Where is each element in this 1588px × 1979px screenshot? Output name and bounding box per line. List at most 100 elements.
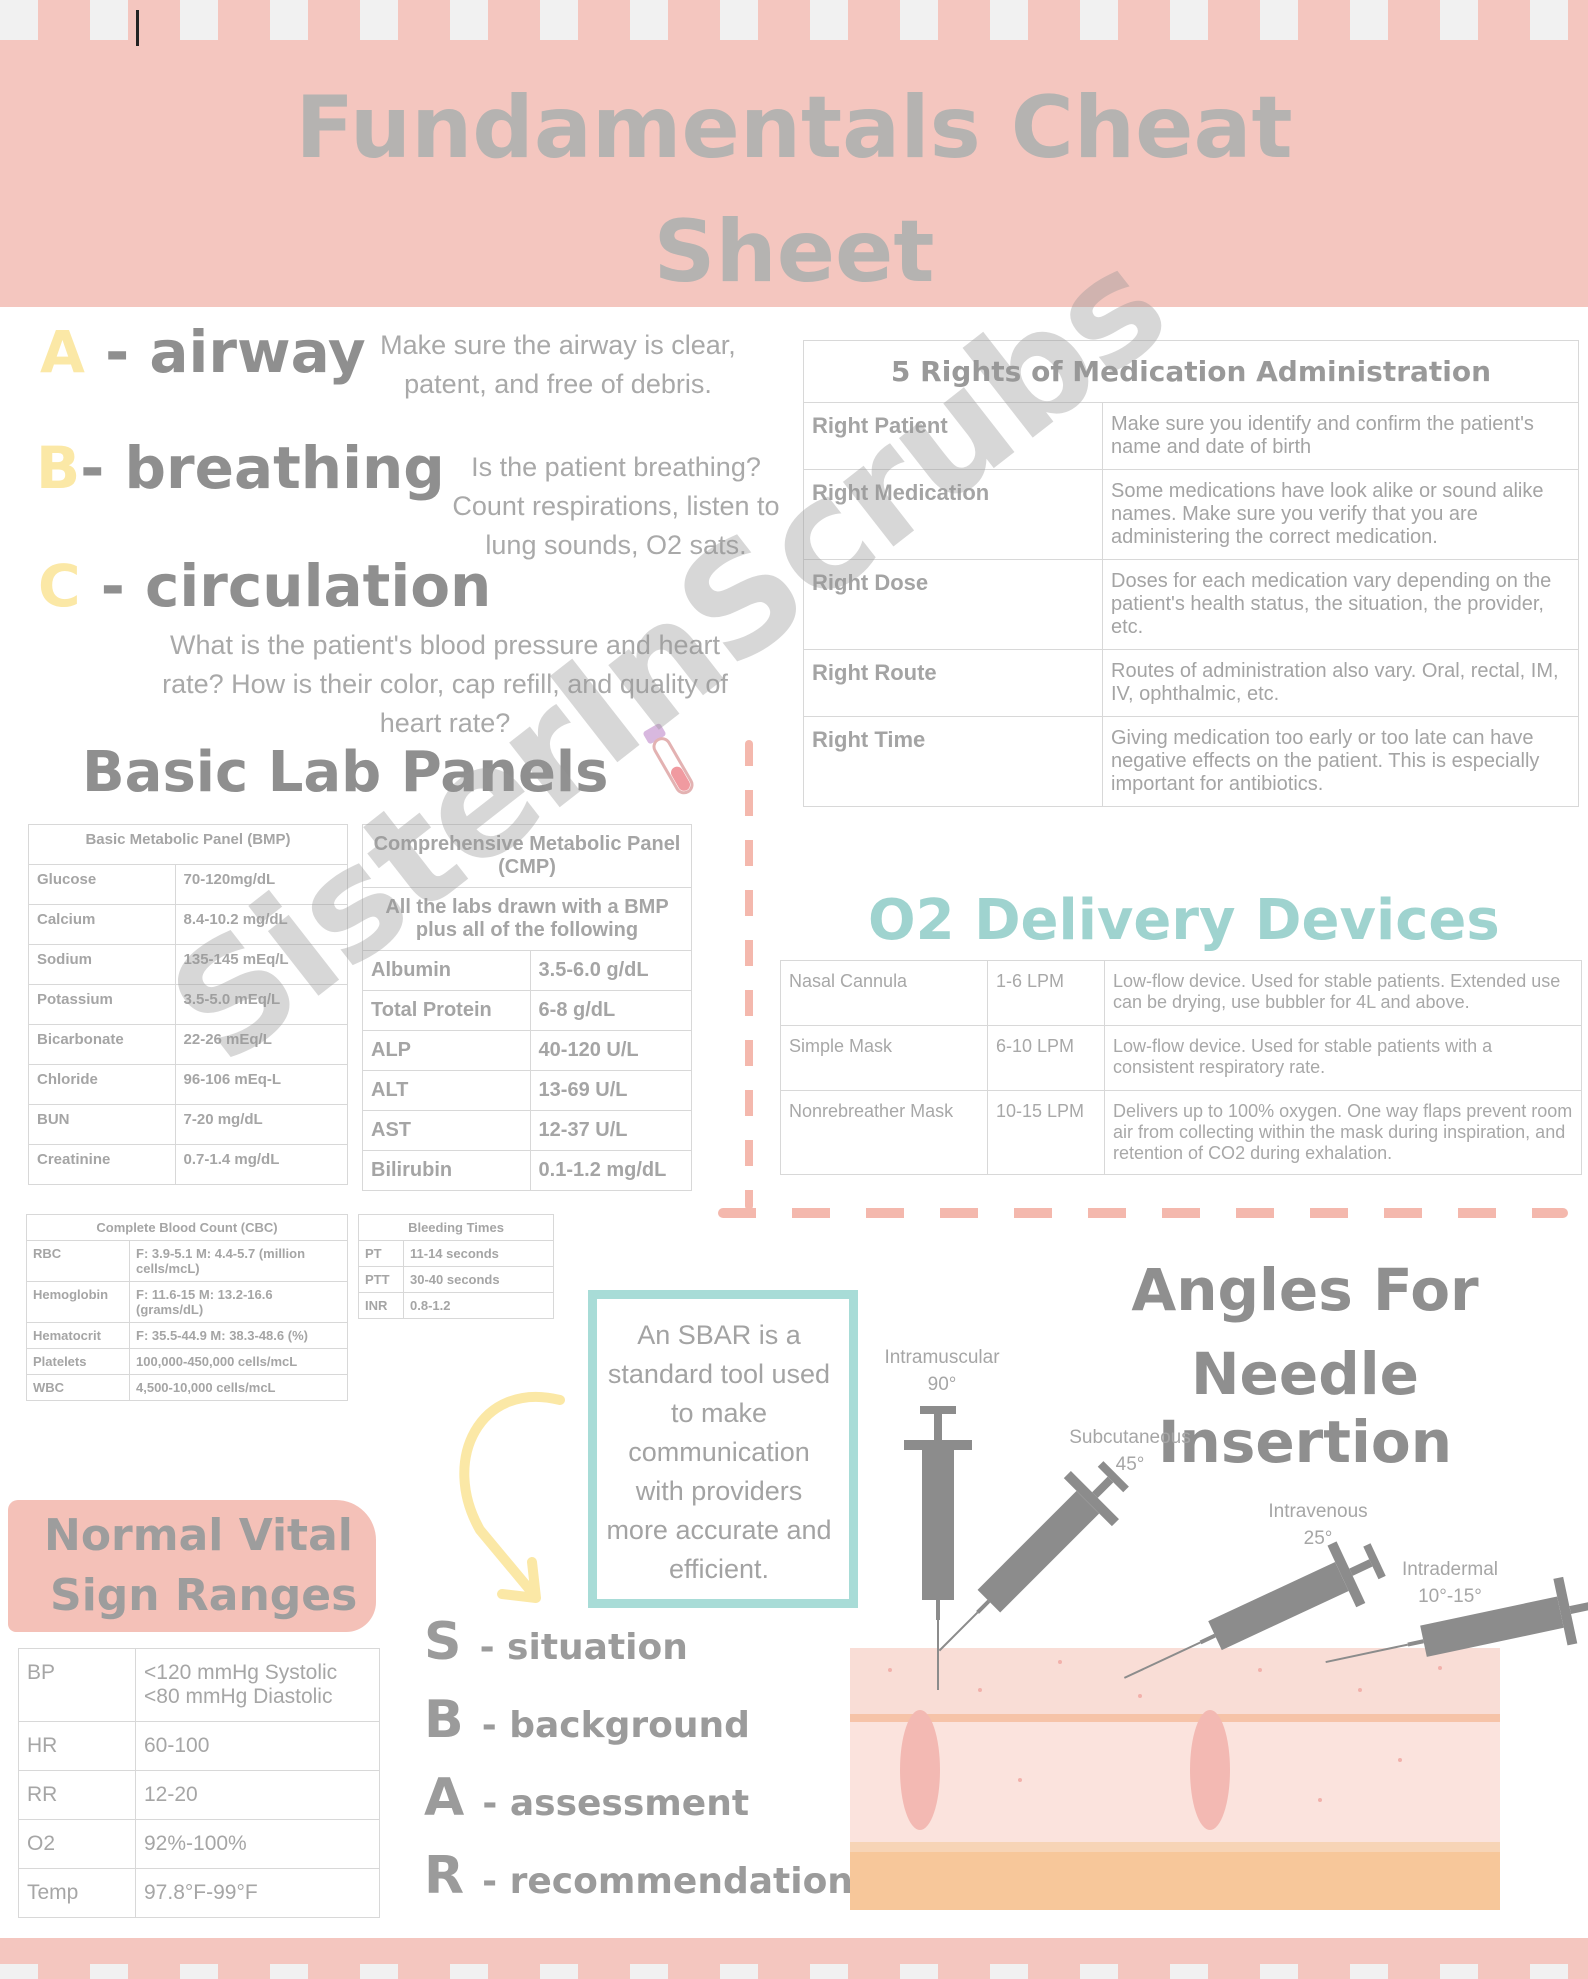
lab-name: Creatinine (28, 1144, 176, 1185)
angle-name: Intradermal (1401, 1559, 1499, 1580)
lab-name: Hemoglobin (26, 1281, 130, 1323)
abc-word-circulation: circulation (145, 552, 492, 620)
lab-range: 135-145 mEq/L (174, 944, 349, 985)
sbar-letter: B (424, 1690, 464, 1750)
lab-range: 100,000-450,000 cells/mcL (129, 1348, 348, 1375)
device-desc: Low-flow device. Used for stable patient… (1104, 1025, 1582, 1091)
abc-word-airway: airway (149, 318, 366, 386)
lab-range: 22-26 mEq/L (174, 1024, 349, 1065)
device-flow: 1-6 LPM (987, 960, 1105, 1026)
lab-name: Chloride (28, 1064, 176, 1105)
lab-range: 0.8-1.2 (403, 1292, 554, 1319)
vital-range: 92%-100% (135, 1819, 380, 1869)
right-name: Right Medication (803, 469, 1103, 560)
sbar-description: An SBAR is a standard tool used to make … (606, 1320, 832, 1584)
lab-name: AST (362, 1110, 531, 1151)
device-desc: Delivers up to 100% oxygen. One way flap… (1104, 1090, 1582, 1175)
note-line: Is the patient breathing? (471, 452, 761, 482)
right-name: Right Dose (803, 559, 1103, 650)
vital-name: O2 (18, 1819, 136, 1869)
lab-range: 3.5-6.0 g/dL (529, 950, 693, 991)
bottom-checker-strip (0, 1964, 1588, 1979)
sbar-letter: S (424, 1612, 462, 1672)
device-desc: Low-flow device. Used for stable patient… (1104, 960, 1582, 1026)
syringe-intramuscular-icon (904, 1406, 972, 1690)
abc-dash: - (84, 318, 150, 386)
angle-name: Subcutaneous (1069, 1427, 1191, 1448)
bmp-header: Basic Metabolic Panel (BMP) (28, 824, 348, 865)
sbar-word: assessment (509, 1783, 750, 1824)
vital-range: 60-100 (135, 1721, 380, 1771)
cmp-table: Comprehensive Metabolic Panel (CMP) All … (362, 824, 693, 1191)
circulation-note: What is the patient's blood pressure and… (130, 626, 760, 743)
note-line: Count respirations, listen to (452, 491, 780, 521)
syringe-intradermal-icon (1325, 1576, 1588, 1664)
needle-title-line2: Needle Insertion (1157, 1340, 1453, 1476)
page-title-line1: Fundamentals Cheat (295, 78, 1293, 178)
sbar-recommendation: R - recommendation (424, 1846, 853, 1906)
lab-range: F: 35.5-44.9 M: 38.3-48.6 (%) (129, 1322, 348, 1349)
lab-name: Bilirubin (362, 1150, 531, 1191)
header-banner (0, 0, 1588, 307)
vital-range: <120 mmHg Systolic <80 mmHg Diastolic (135, 1648, 380, 1722)
abc-letter-a: A (40, 318, 85, 386)
vitals-brush-background (8, 1500, 376, 1632)
sbar-word: recommendation (509, 1861, 853, 1902)
table-row: BP<120 mmHg Systolic <80 mmHg Diastolic (18, 1648, 380, 1722)
breathing-note: Is the patient breathing? Count respirat… (436, 448, 796, 565)
right-desc: Make sure you identify and confirm the p… (1102, 402, 1579, 470)
page-title-line2: Sheet (653, 202, 935, 302)
top-checker-strip (0, 0, 1588, 40)
lab-range: 3.5-5.0 mEq/L (174, 984, 349, 1025)
lab-range: F: 11.6-15 M: 13.2-16.6 (grams/dL) (129, 1281, 348, 1323)
right-desc: Doses for each medication vary depending… (1102, 559, 1579, 650)
lab-name: Total Protein (362, 990, 531, 1031)
device-name: Nonrebreather Mask (780, 1090, 988, 1175)
vital-name: HR (18, 1721, 136, 1771)
abc-word-breathing: breathing (124, 434, 445, 502)
lab-name: Glucose (28, 864, 176, 905)
lab-range: 70-120mg/dL (174, 864, 349, 905)
sbar-info-box (588, 1290, 858, 1608)
lab-name: Albumin (362, 950, 531, 991)
right-name: Right Route (803, 649, 1103, 717)
vital-name: RR (18, 1770, 136, 1820)
lab-range: 8.4-10.2 mg/dL (174, 904, 349, 945)
sbar-letter: R (424, 1846, 465, 1906)
sbar-situation: S - situation (424, 1612, 688, 1672)
abc-dash: - (80, 434, 125, 502)
lab-name: WBC (26, 1374, 130, 1401)
lab-name: RBC (26, 1240, 130, 1282)
lab-range: 4,500-10,000 cells/mcL (129, 1374, 348, 1401)
angle-value: 25° (1303, 1528, 1333, 1549)
lab-range: 30-40 seconds (403, 1266, 554, 1293)
o2-devices-title: O2 Delivery Devices (868, 888, 1500, 953)
lab-name: BUN (28, 1104, 176, 1145)
lab-range: 7-20 mg/dL (174, 1104, 349, 1145)
vital-range: 12-20 (135, 1770, 380, 1820)
lab-name: Sodium (28, 944, 176, 985)
lab-panels-title: Basic Lab Panels (82, 740, 609, 805)
needle-title-line1: Angles For (1131, 1256, 1479, 1324)
vital-range: 97.8°F-99°F (135, 1868, 380, 1918)
